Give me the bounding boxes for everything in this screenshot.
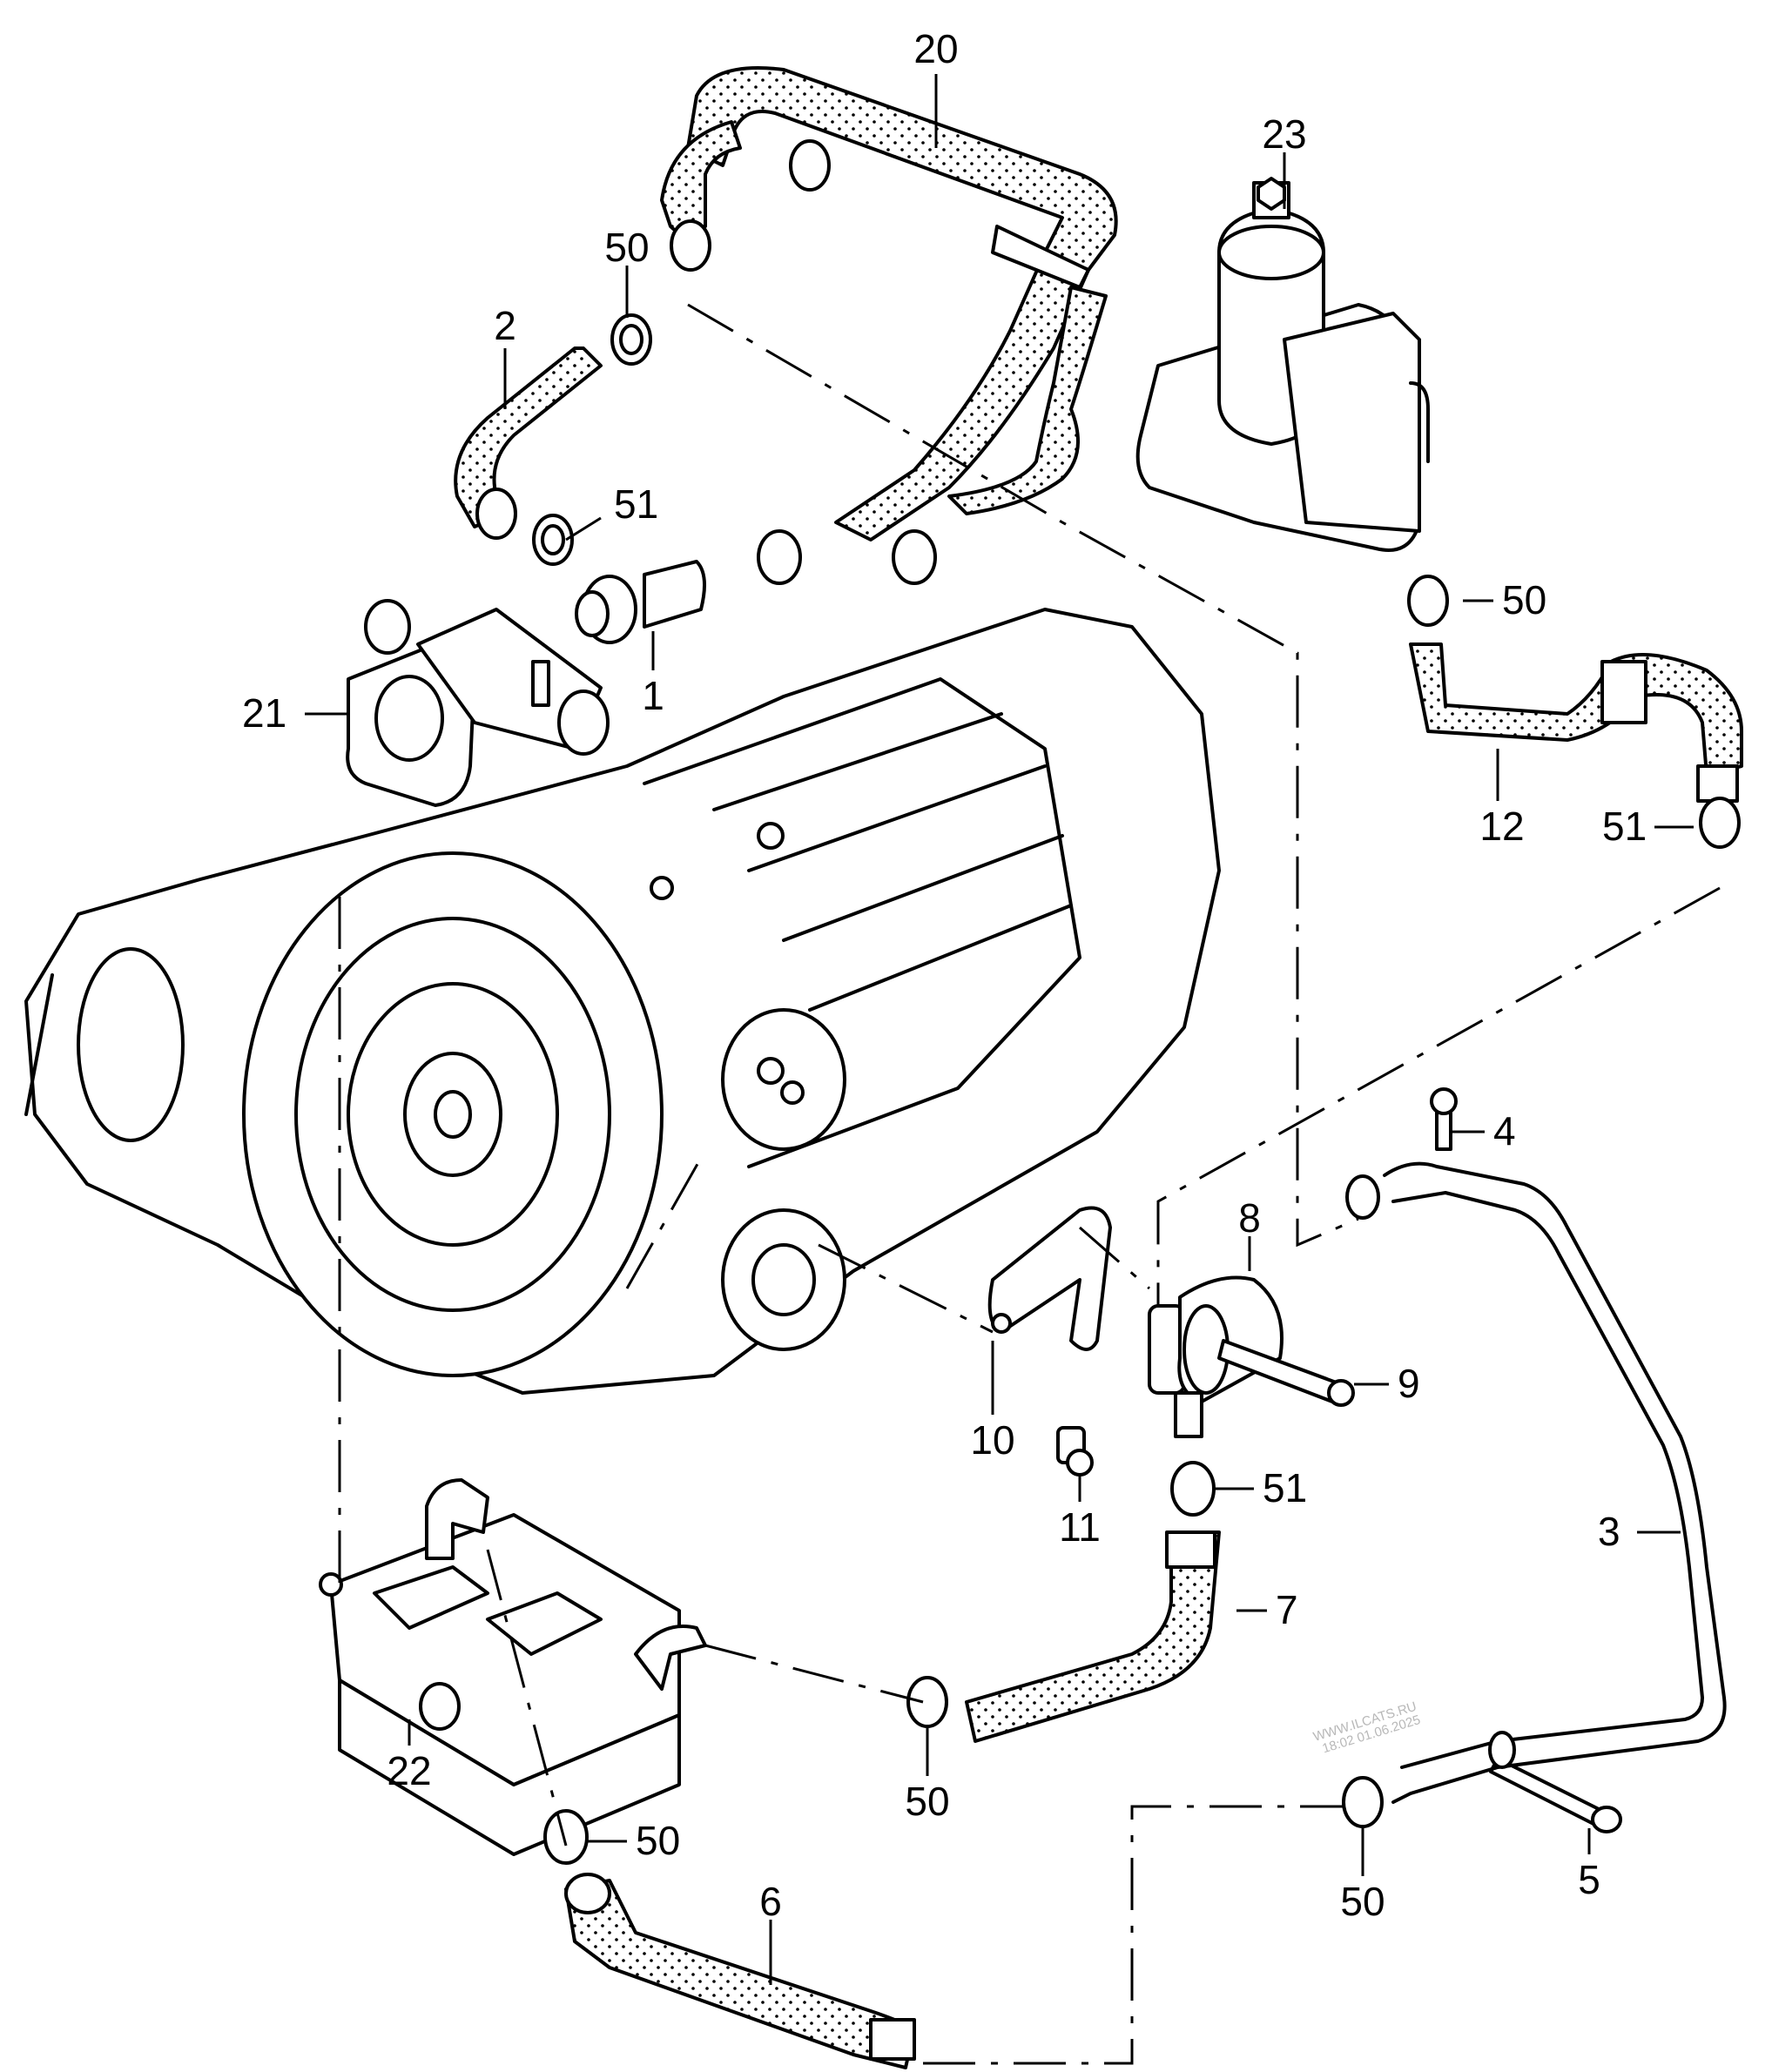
clamp-near-20-left[interactable] <box>757 529 937 585</box>
callout-50-middle[interactable]: 50 <box>905 1779 949 1824</box>
callout-9[interactable]: 9 <box>1398 1361 1420 1406</box>
bolt-4[interactable] <box>1430 1087 1458 1151</box>
clamp-51-upper[interactable] <box>532 514 574 566</box>
bolt-5[interactable] <box>1489 1757 1622 1833</box>
hose-20[interactable] <box>660 66 1118 542</box>
callout-10[interactable]: 10 <box>970 1417 1014 1463</box>
callout-21[interactable]: 21 <box>242 690 286 736</box>
callout-20[interactable]: 20 <box>913 26 958 71</box>
callout-51-upper[interactable]: 51 <box>614 481 658 527</box>
callout-50-lower-right[interactable]: 50 <box>1340 1879 1385 1924</box>
clamp-50-right-upper[interactable] <box>1407 575 1449 627</box>
hose-12[interactable] <box>1409 642 1743 803</box>
callout-labels: 20 23 50 2 51 1 21 50 12 51 4 8 9 10 11 … <box>242 26 1647 1924</box>
callout-22[interactable]: 22 <box>387 1748 431 1793</box>
filter-housing-23[interactable] <box>1135 177 1430 552</box>
assembly-lines <box>338 303 1721 2065</box>
hose-7[interactable] <box>965 1530 1221 1743</box>
bracket-10[interactable] <box>987 1206 1112 1351</box>
pipe-3[interactable] <box>1345 1161 1727 1804</box>
callout-51-middle[interactable]: 51 <box>1263 1465 1307 1510</box>
callout-6[interactable]: 6 <box>759 1879 782 1924</box>
callout-50-lower[interactable]: 50 <box>636 1818 680 1863</box>
callout-4[interactable]: 4 <box>1493 1108 1516 1154</box>
clamp-51-middle[interactable] <box>1170 1461 1216 1517</box>
callout-1[interactable]: 1 <box>642 673 664 718</box>
callout-8[interactable]: 8 <box>1238 1195 1261 1241</box>
clamp-50-lower[interactable] <box>543 1809 589 1865</box>
callout-5[interactable]: 5 <box>1578 1857 1600 1902</box>
transmission-assembly[interactable] <box>24 608 1221 1395</box>
callout-2[interactable]: 2 <box>494 303 516 348</box>
clamp-50-middle[interactable] <box>906 1676 948 1728</box>
callout-3[interactable]: 3 <box>1598 1509 1620 1554</box>
connector-1[interactable] <box>575 560 706 644</box>
hose-2[interactable] <box>454 346 603 540</box>
bolt-9[interactable] <box>1217 1339 1355 1407</box>
clamp-50-lower-right[interactable] <box>1342 1776 1384 1828</box>
leader-lines <box>305 74 1694 1985</box>
atf-cooler-22[interactable] <box>319 1478 707 1856</box>
clamp-50-upper[interactable] <box>610 313 652 366</box>
hose-6[interactable] <box>564 1873 916 2069</box>
bolt-11[interactable] <box>1056 1426 1094 1477</box>
callout-51-right-upper[interactable]: 51 <box>1602 804 1647 849</box>
callout-50-right-upper[interactable]: 50 <box>1502 577 1546 622</box>
callout-11[interactable]: 11 <box>1059 1504 1101 1550</box>
clamp-51-right-upper[interactable] <box>1699 797 1741 849</box>
callout-50-upper[interactable]: 50 <box>604 225 649 270</box>
flange-21[interactable] <box>346 599 610 807</box>
callout-12[interactable]: 12 <box>1479 804 1524 849</box>
watermark: WWW.ILCATS.RU 18:02 01.06.2025 <box>1311 1699 1422 1757</box>
callout-23[interactable]: 23 <box>1262 111 1306 157</box>
callout-7[interactable]: 7 <box>1276 1587 1298 1632</box>
